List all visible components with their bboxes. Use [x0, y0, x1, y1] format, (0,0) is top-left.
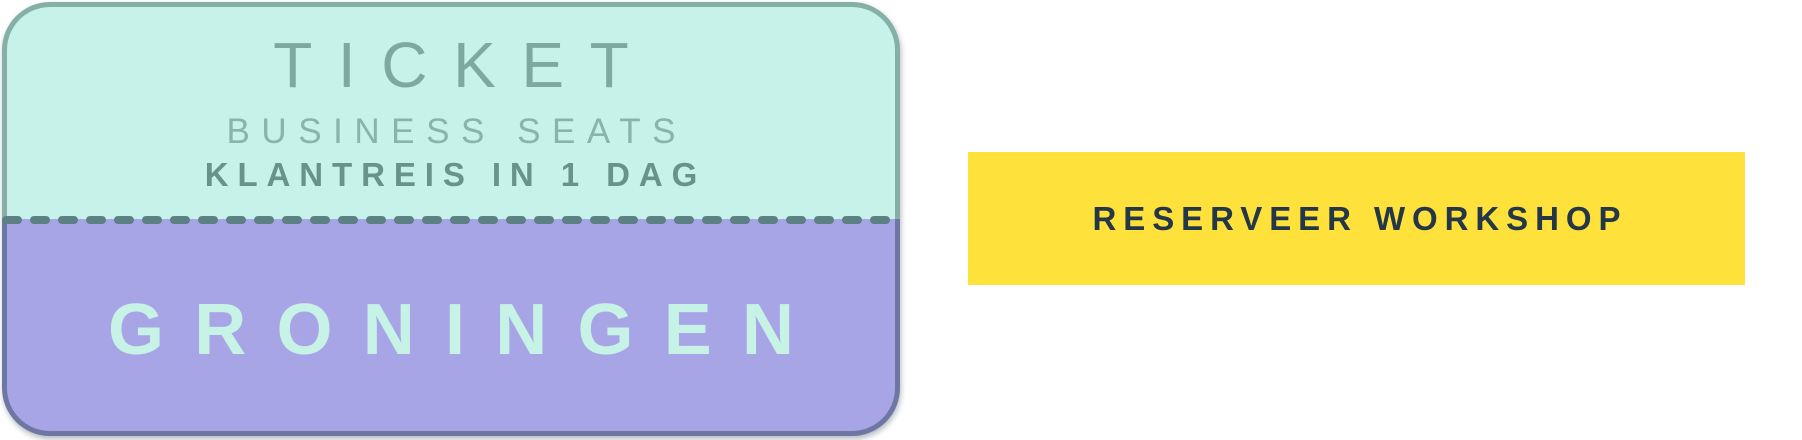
reserve-workshop-button[interactable]: RESERVEER WORKSHOP [968, 152, 1745, 285]
ticket-category-label: BUSINESS SEATS [226, 112, 688, 151]
ticket-workshop-name: KLANTREIS IN 1 DAG [204, 156, 707, 193]
ticket-card: TICKET BUSINESS SEATS KLANTREIS IN 1 DAG… [2, 2, 900, 436]
ticket-bottom-section: GRONINGEN [2, 219, 900, 436]
ticket-title: TICKET [273, 29, 655, 101]
ticket-city-label: GRONINGEN [108, 290, 825, 370]
perforation-dashed-line [2, 216, 900, 224]
ticket-top-section: TICKET BUSINESS SEATS KLANTREIS IN 1 DAG [2, 2, 900, 219]
